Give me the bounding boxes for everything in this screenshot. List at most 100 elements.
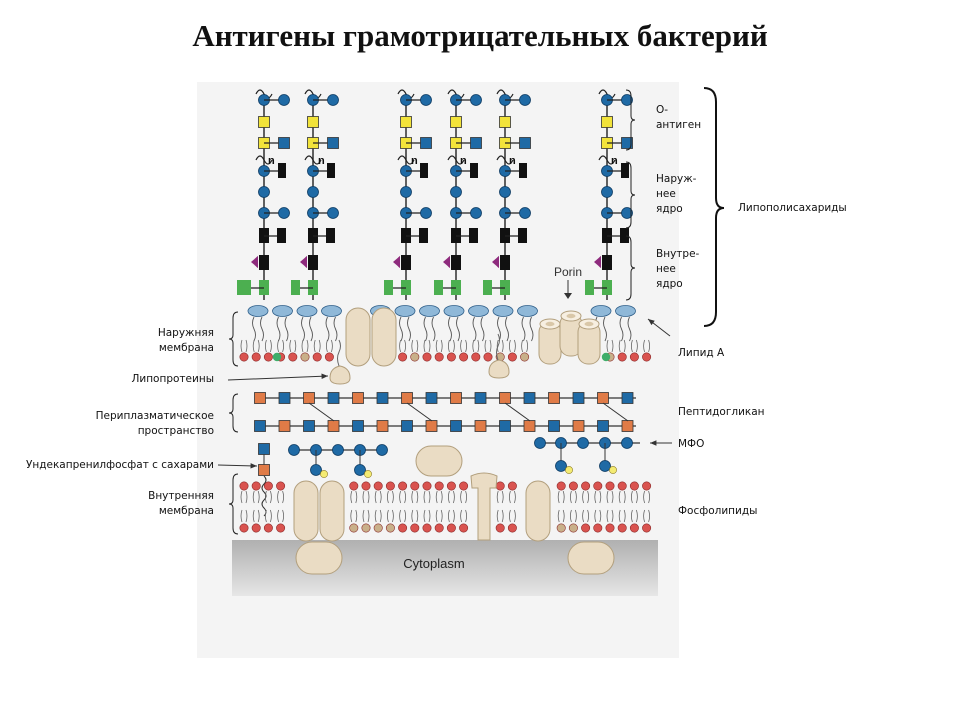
phospholipid-tails: [301, 339, 309, 353]
mdo-glucose: [577, 437, 589, 449]
inner-phospholipid-tails-top: [265, 490, 272, 504]
inner-phospholipid-tails-bottom: [277, 509, 284, 523]
lps-layer: [237, 89, 633, 300]
mdo-label: МФО: [678, 438, 705, 450]
phospholipid-head: [483, 352, 493, 362]
phospholipid-tails: [399, 339, 406, 353]
o-antigen-branch-square: [420, 137, 432, 149]
inner-phospholipid-head-top: [556, 481, 566, 491]
periplasmic-glucose: [376, 444, 388, 456]
phospholipid-head: [507, 352, 517, 362]
outer-core-sugar: [499, 186, 511, 198]
peptidoglycan-sugar: [278, 392, 291, 404]
phospholipid-head: [629, 352, 639, 362]
lipid-a-tails: [619, 316, 632, 342]
inner-core-heptose-branch: [277, 228, 286, 243]
peptidoglycan-sugar: [254, 392, 266, 404]
inner-phospholipid-tails-bottom: [435, 509, 443, 523]
inner-core-kdo: [259, 255, 269, 270]
inner-phospholipid-head-top: [385, 481, 395, 491]
inner-phospholipid-tails-top: [594, 490, 602, 504]
inner-phospholipid-tails-top: [277, 490, 284, 504]
peptidoglycan-sugar: [474, 392, 487, 404]
o-antigen-branch-sugar: [621, 94, 633, 106]
inner-membrane-bracket: [228, 473, 239, 535]
inner-phospholipid-tails-top: [362, 490, 370, 504]
inner-phospholipid-head-top: [276, 481, 286, 491]
periplasmic-protein: [415, 445, 463, 477]
o-antigen-branch-sugar: [470, 94, 482, 106]
inner-phospholipid-tails-bottom: [557, 509, 565, 523]
peptidoglycan-sugar: [327, 420, 340, 432]
peptidoglycan-sugar: [254, 420, 266, 432]
outer-core-sugar: [601, 186, 613, 198]
lipid-a-head: [443, 305, 465, 317]
inner-core-heptose-branch: [518, 228, 527, 243]
mdo-glucose: [621, 437, 633, 449]
inner-phospholipid-tails-bottom: [399, 509, 406, 523]
outer-core-branch-block: [278, 163, 286, 178]
inner-phospholipid-head-top: [251, 481, 261, 491]
inner-phospholipid-head-bottom: [276, 523, 286, 533]
lipid-a-head: [419, 305, 440, 317]
lps-chain: [434, 89, 482, 300]
outer-core-sugar: [400, 186, 412, 198]
mdo-substituent: [565, 466, 573, 474]
periplasm-bracket: [228, 393, 239, 433]
phospholipid-head: [300, 352, 310, 362]
inner-phospholipid-tails-top: [387, 490, 394, 504]
inner-membrane-channel: [470, 472, 498, 541]
phospholipid-head: [459, 352, 469, 362]
phospholipid-head-green: [601, 352, 611, 362]
inner-phospholipid-tails-top: [631, 490, 638, 504]
undecaprenyl-pointer-head: [250, 463, 257, 469]
periplasmic-glucose: [310, 464, 322, 476]
inner-phospholipid-head-bottom: [568, 523, 578, 533]
o-antigen-galactose: [307, 116, 319, 128]
mdo-substituent: [609, 466, 617, 474]
lipid-a-tails: [423, 316, 436, 342]
lipid-a-head: [272, 305, 293, 317]
lps-chain: [585, 89, 633, 300]
kdo-green-extra: [237, 280, 246, 295]
inner-phospholipid-head-top: [495, 481, 505, 491]
inner-phospholipid-head-top: [373, 481, 383, 491]
lipid-a-tails: [497, 316, 509, 342]
lipid-a-head: [247, 305, 269, 317]
inner-phospholipid-tails-top: [240, 490, 248, 504]
inner-phospholipid-head-bottom: [617, 523, 627, 533]
peptidoglycan-sugar: [572, 392, 585, 404]
phospholipid-tails: [631, 339, 638, 353]
inner-core-kdo: [500, 255, 510, 270]
inner-phospholipid-head-top: [593, 481, 603, 491]
o-antigen-branch-square: [621, 137, 633, 149]
lipid-a-tails: [448, 316, 460, 342]
inner-phospholipid-head-bottom: [434, 523, 444, 533]
lipid-a-head: [394, 305, 416, 317]
inner-core-heptose-branch: [620, 228, 629, 243]
phospholipid-head: [324, 352, 334, 362]
o-antigen-branch-sugar: [278, 94, 290, 106]
phospholipid-head: [434, 352, 444, 362]
inner-core-heptose-branch: [326, 228, 335, 243]
lipid-a-head: [296, 305, 318, 317]
undecaprenyl-label: Ундекапренилфосфат с сахарами: [25, 459, 214, 471]
inner-membrane-layer: [239, 472, 652, 575]
periplasmic-substituent: [320, 470, 328, 478]
outer-membrane-label: Наружняя мембрана: [157, 327, 214, 354]
phospholipid-head: [251, 352, 261, 362]
phospholipid-tails: [326, 339, 333, 353]
inner-phospholipid-tails-top: [350, 490, 358, 504]
porin-pore: [584, 321, 594, 327]
repeat-n-label-1: n: [268, 155, 275, 167]
phospholipid-tails: [448, 339, 455, 353]
peptide-crosslink: [406, 402, 433, 422]
inner-phospholipid-head-top: [568, 481, 578, 491]
peptidoglycan-sugar: [572, 420, 585, 432]
inner-phospholipid-head-top: [398, 481, 408, 491]
peptidoglycan-sugar: [597, 420, 609, 432]
repeat-bracket-wave: [304, 155, 322, 165]
repeat-bracket-wave: [255, 155, 273, 165]
inner-membrane-protein: [293, 480, 319, 542]
